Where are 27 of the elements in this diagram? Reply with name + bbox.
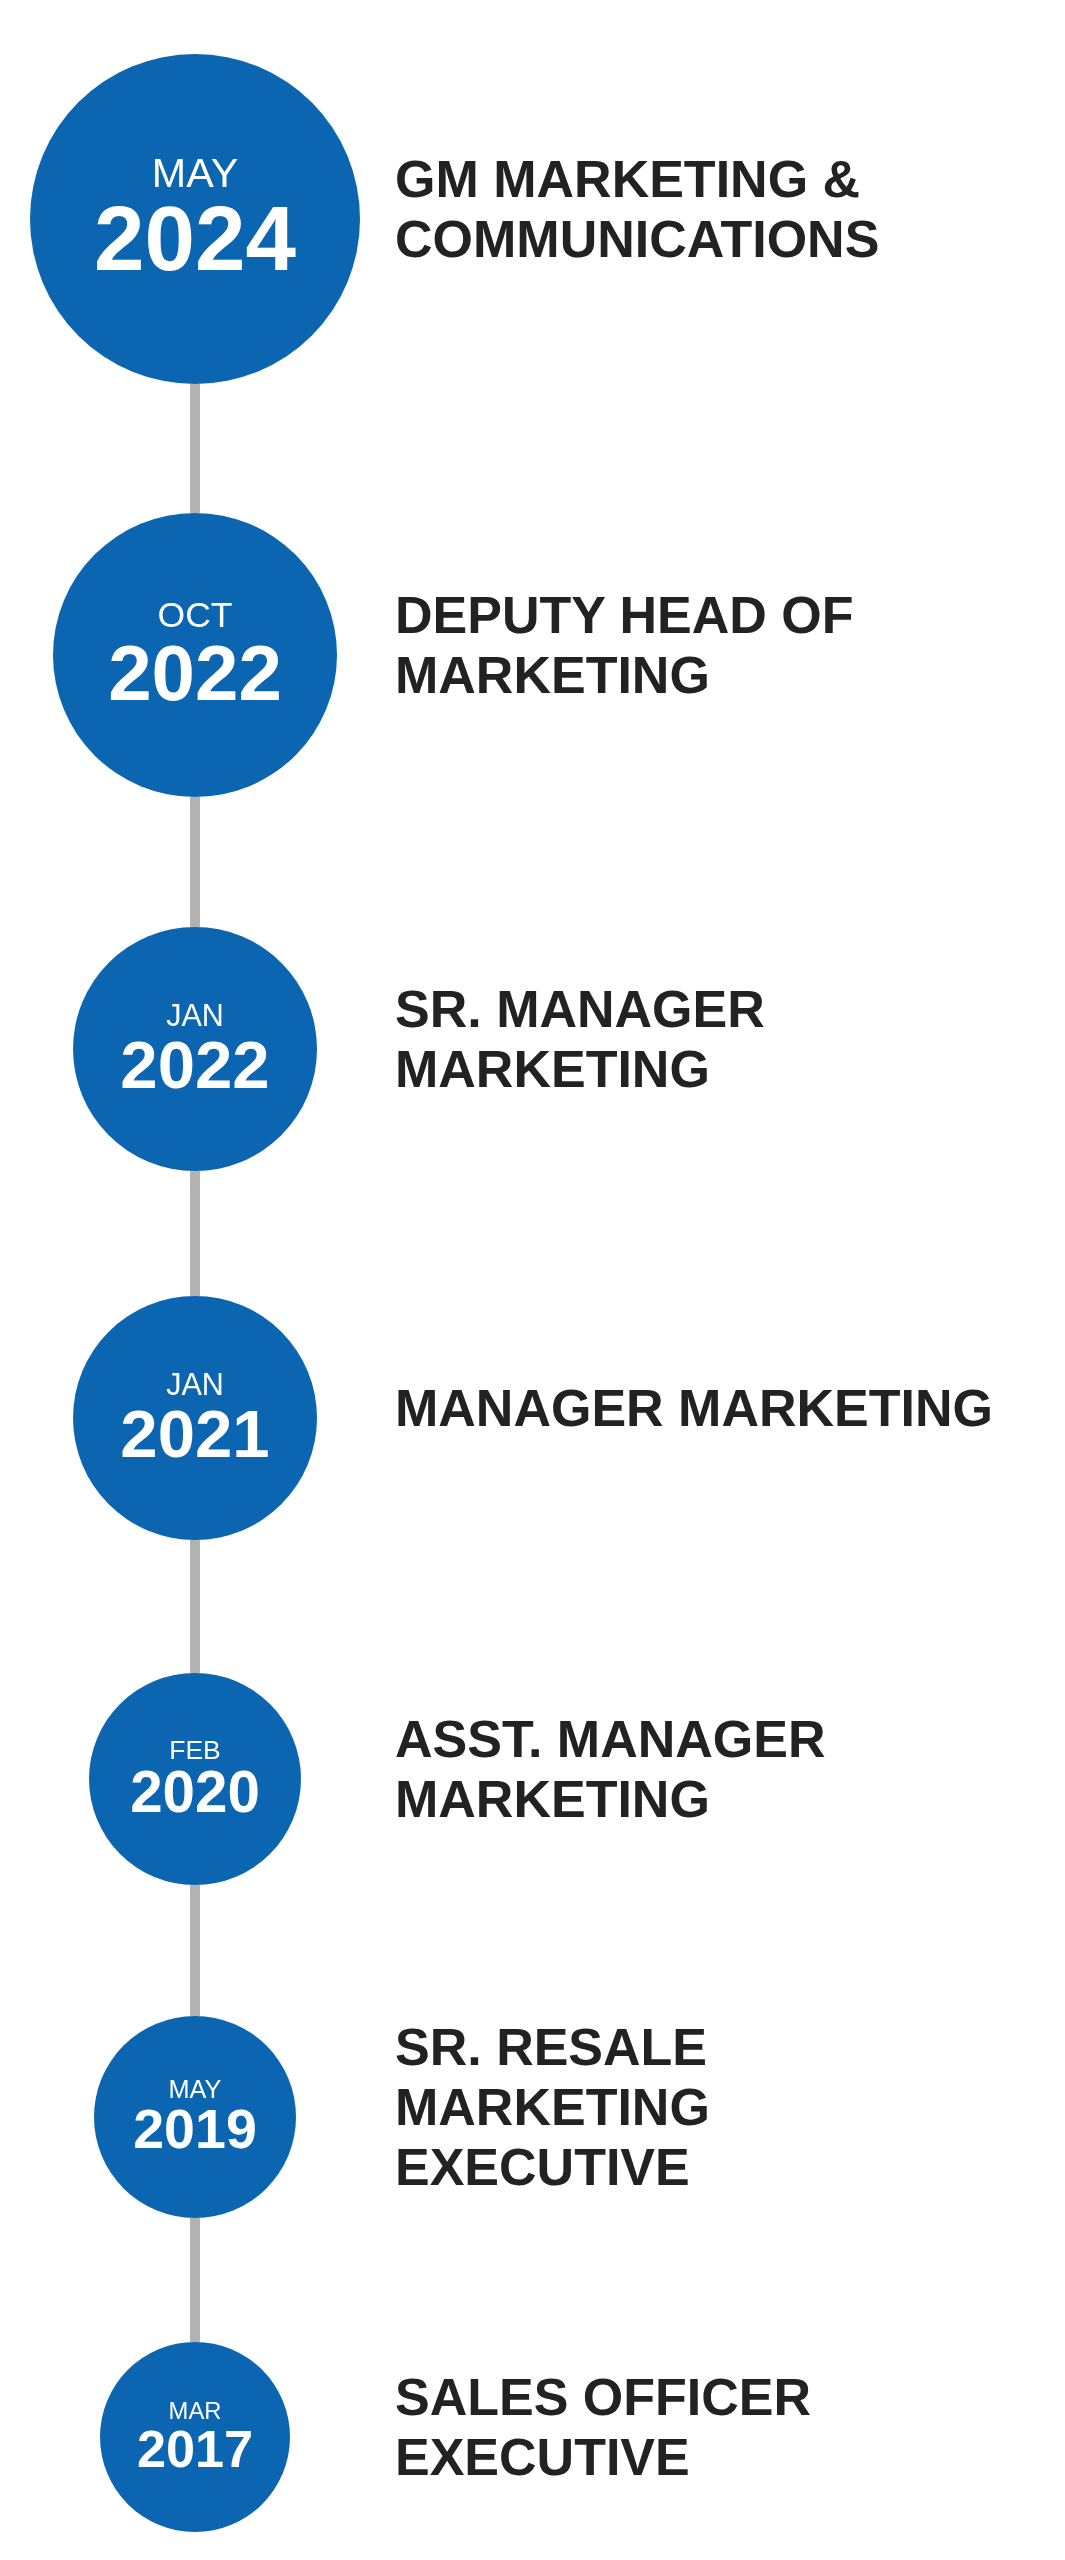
- job-title: MANAGER MARKETING: [395, 1378, 994, 1438]
- job-title: ASST. MANAGER MARKETING: [395, 1709, 827, 1829]
- connector-line: [190, 384, 200, 513]
- year-text: 2017: [136, 2422, 254, 2475]
- job-title: GM MARKETING & COMMUNICATIONS: [395, 149, 881, 269]
- job-title: SR. RESALE MARKETING EXECUTIVE: [395, 2017, 711, 2197]
- year-text: 2022: [108, 633, 282, 712]
- year-text: 2024: [94, 194, 296, 285]
- month-text: MAY: [151, 153, 239, 195]
- connector-line: [190, 1540, 200, 1673]
- month-text: MAR: [168, 2399, 222, 2423]
- year-text: 2021: [120, 1399, 270, 1467]
- month-text: FEB: [169, 1736, 221, 1764]
- month-text: OCT: [157, 598, 233, 634]
- job-title: SALES OFFICER EXECUTIVE: [395, 2367, 813, 2487]
- month-text: JAN: [166, 1369, 224, 1400]
- connector-line: [190, 2218, 200, 2342]
- year-text: 2022: [120, 1030, 270, 1098]
- month-text: MAY: [168, 2076, 222, 2102]
- year-text: 2019: [133, 2101, 257, 2158]
- year-text: 2020: [130, 1763, 260, 1822]
- connector-line: [190, 797, 200, 927]
- job-title: SR. MANAGER MARKETING: [395, 979, 766, 1099]
- connector-line: [190, 1885, 200, 2016]
- job-title: DEPUTY HEAD OF MARKETING: [395, 585, 855, 705]
- month-text: JAN: [166, 1000, 224, 1031]
- connector-line: [190, 1171, 200, 1296]
